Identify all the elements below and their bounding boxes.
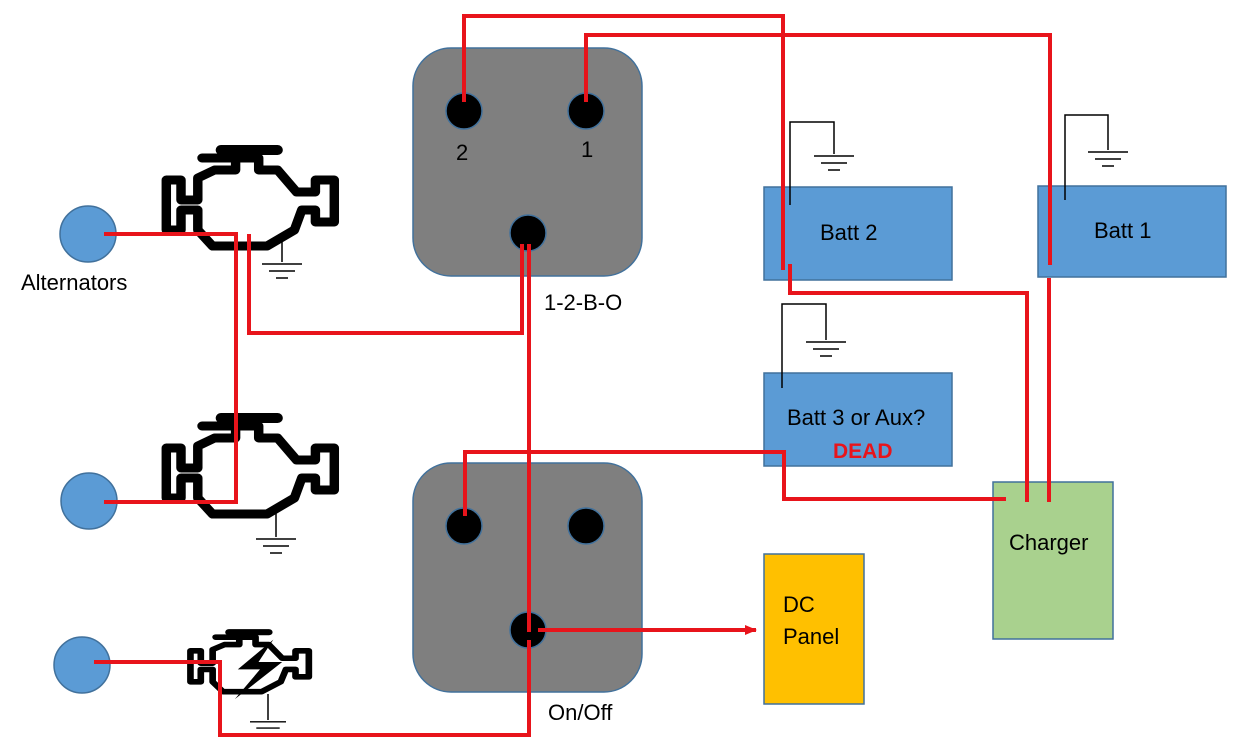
- terminal-2-label: 2: [456, 140, 468, 165]
- battery-selector-switch[interactable]: 2 1 1-2-B-O: [412, 47, 643, 315]
- wire-batt2-charger: [788, 264, 1029, 502]
- wire-onoff-batt3: [463, 450, 1006, 516]
- battery-1-label: Batt 1: [1094, 218, 1151, 243]
- ground-symbol-icon: [1064, 114, 1129, 200]
- ground-symbol-icon: [262, 236, 302, 279]
- charger-box: [992, 481, 1114, 640]
- ground-symbol-icon: [249, 694, 287, 736]
- engine-icon: [166, 150, 334, 246]
- battery-1: Batt 1: [1037, 185, 1227, 278]
- engine-electrical-icon: [190, 632, 308, 700]
- battery-2-box: [763, 186, 953, 281]
- charger: Charger: [992, 481, 1114, 640]
- wire-alt-to-selector: [247, 234, 524, 335]
- alternator-3: [53, 636, 111, 694]
- dc-panel: DC Panel: [763, 553, 865, 705]
- terminal-unused: [567, 507, 605, 545]
- battery-2: Batt 2: [763, 186, 953, 281]
- ground-symbol-icon: [789, 121, 855, 205]
- dc-panel-box: [763, 553, 865, 705]
- battery-2-label: Batt 2: [820, 220, 877, 245]
- battery-3: Batt 3 or Aux? DEAD: [763, 372, 953, 467]
- engine-icon: [166, 418, 334, 514]
- wire-alt3: [94, 640, 531, 737]
- on-off-switch[interactable]: On/Off: [412, 462, 643, 725]
- battery-1-box: [1037, 185, 1227, 278]
- wire-term2-batt2: [462, 14, 785, 270]
- ground-symbol-icon: [256, 512, 296, 554]
- wire-alt1: [104, 232, 238, 504]
- switch-main-label: 1-2-B-O: [544, 290, 622, 315]
- dc-panel-label-line2: Panel: [783, 624, 839, 649]
- ground-symbol-icon: [781, 303, 847, 388]
- wires: [94, 14, 1052, 737]
- terminal-1-label: 1: [581, 137, 593, 162]
- wire-term1-batt1: [584, 33, 1052, 265]
- battery-3-box: [763, 372, 953, 467]
- battery-3-label: Batt 3 or Aux?: [787, 405, 925, 430]
- alternators-label: Alternators: [21, 270, 127, 295]
- switch-onoff-label: On/Off: [548, 700, 613, 725]
- dc-panel-label-line1: DC: [783, 592, 815, 617]
- charger-label: Charger: [1009, 530, 1088, 555]
- battery-3-status: DEAD: [833, 440, 893, 463]
